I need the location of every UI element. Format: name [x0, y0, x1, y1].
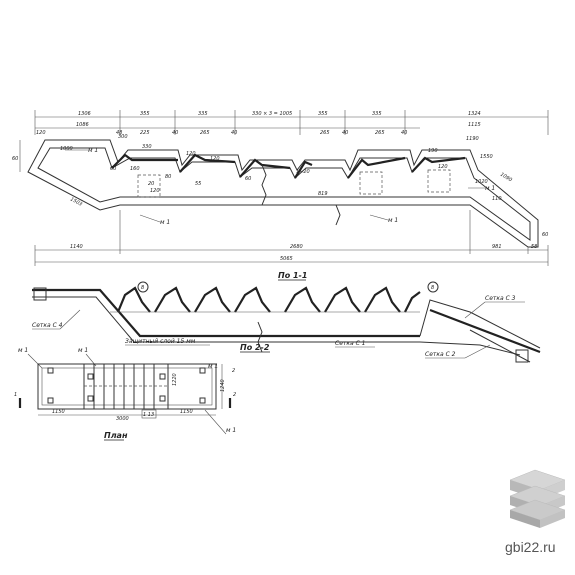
dim-side-6: 120: [210, 156, 220, 162]
dim-side-7: 1550: [480, 154, 493, 160]
dim-top-5: 355: [318, 111, 328, 117]
site-logo: [509, 469, 566, 528]
dim-side-2: 120: [36, 130, 46, 136]
plan-view: м 1 м 1 м 1 1 2: [14, 347, 236, 441]
label-setka-c2: Сетка С 2: [425, 351, 456, 358]
dim-bottom-1: 1140: [70, 244, 83, 250]
dim-second-6: 40: [231, 130, 237, 136]
plan-dim-tag: 1 13: [143, 412, 154, 418]
dim-second-5: 265: [200, 130, 210, 136]
dim-top-3: 335: [198, 111, 208, 117]
view-1-1: 1306 355 335 330 × 3 = 1005 355 335 1324…: [12, 110, 548, 281]
dim-top-4: 330 × 3 = 1005: [252, 111, 292, 117]
label-setka-c3: Сетка С 3: [485, 295, 516, 302]
dim-inner-5: 80: [165, 174, 171, 180]
plan-dim-1220: 1220: [172, 373, 178, 386]
plan-mark-m1-b: м 1: [78, 347, 88, 354]
dim-side-8: 1020: [475, 179, 488, 185]
label-cover: Защитный слой 15 мм: [125, 338, 196, 345]
plan-dim-1150b: 1150: [180, 409, 193, 415]
dim-bottom-4: 58: [531, 244, 537, 250]
dim-inner-4: 120: [150, 188, 160, 194]
label-setka-c4: Сетка С 4: [32, 322, 63, 329]
dim-inner-2: 1000: [60, 146, 73, 152]
dim-top-2: 355: [140, 111, 150, 117]
plan-dim-3000: 3000: [116, 416, 129, 422]
section-title-2-2: По 2-2: [240, 343, 270, 352]
dim-inner-8: 1190: [466, 136, 479, 142]
dim-bottom-2: 2680: [290, 244, 303, 250]
dim-side-4: 120: [186, 151, 196, 157]
label-setka-c1: Сетка С 1: [335, 340, 366, 347]
view-2-2: 8 8 Сетка С 4 Сетка С 3 Защитный слой 15…: [32, 281, 541, 363]
plan-title: План: [104, 431, 128, 440]
plan-dim-2: 2: [232, 368, 235, 374]
dim-inner-7: 190: [428, 148, 438, 154]
dim-inner-11: 55: [195, 181, 201, 187]
dim-right-diag: 1090: [499, 172, 513, 184]
dim-inner-10: 60: [110, 166, 116, 172]
dim-second-3: 225: [140, 130, 150, 136]
dim-side-9: 110: [492, 196, 502, 202]
dim-second-4: 40: [172, 130, 178, 136]
dim-top-7: 1324: [468, 111, 481, 117]
dim-second-2: 48: [116, 130, 122, 136]
dim-second-1: 1086: [76, 122, 89, 128]
callout-right: 8: [431, 285, 434, 291]
dim-inner-9: 819: [318, 191, 328, 197]
dim-inner-6: 1≈20: [296, 169, 310, 175]
dim-side-10: 120: [438, 164, 448, 170]
mark-m1-mid: м 1: [160, 219, 170, 226]
dim-left-diag: 1503: [69, 196, 83, 207]
dim-inner-12: 60: [245, 176, 251, 182]
dim-top-6: 335: [372, 111, 382, 117]
mark-m1-left: м 1: [88, 147, 98, 154]
plan-mark-m1-d: м 1: [226, 427, 236, 434]
plan-dim-1150a: 1150: [52, 409, 65, 415]
dim-side-3: 330: [142, 144, 152, 150]
mark-m1-far: м 1: [485, 185, 495, 192]
site-watermark: gbi22.ru: [505, 539, 556, 555]
dim-second-9: 265: [375, 130, 385, 136]
section-title-1-1: По 1-1: [278, 271, 307, 280]
dim-side-5: 20: [148, 181, 154, 187]
dim-second-7: 265: [320, 130, 330, 136]
dim-second-11: 1115: [468, 122, 481, 128]
dim-inner-3: 160: [130, 166, 140, 172]
dim-top-1: 1306: [78, 111, 91, 117]
mark-m1-right: м 1: [388, 217, 398, 224]
dim-side-11: 60: [542, 232, 548, 238]
dim-second-10: 40: [401, 130, 407, 136]
dim-total: 5065: [280, 256, 293, 262]
dim-bottom-3: 981: [492, 244, 502, 250]
dim-inner-1: 300: [118, 134, 128, 140]
dim-second-8: 40: [342, 130, 348, 136]
plan-mark-m1-c: м 1: [208, 363, 218, 370]
plan-section-mark-1: 1: [14, 392, 17, 398]
plan-dim-1240: 1240: [220, 379, 226, 392]
callout-left: 8: [141, 285, 144, 291]
plan-mark-m1-a: м 1: [18, 347, 28, 354]
dim-side-1: 60: [12, 156, 18, 162]
plan-section-mark-2: 2: [233, 392, 236, 398]
